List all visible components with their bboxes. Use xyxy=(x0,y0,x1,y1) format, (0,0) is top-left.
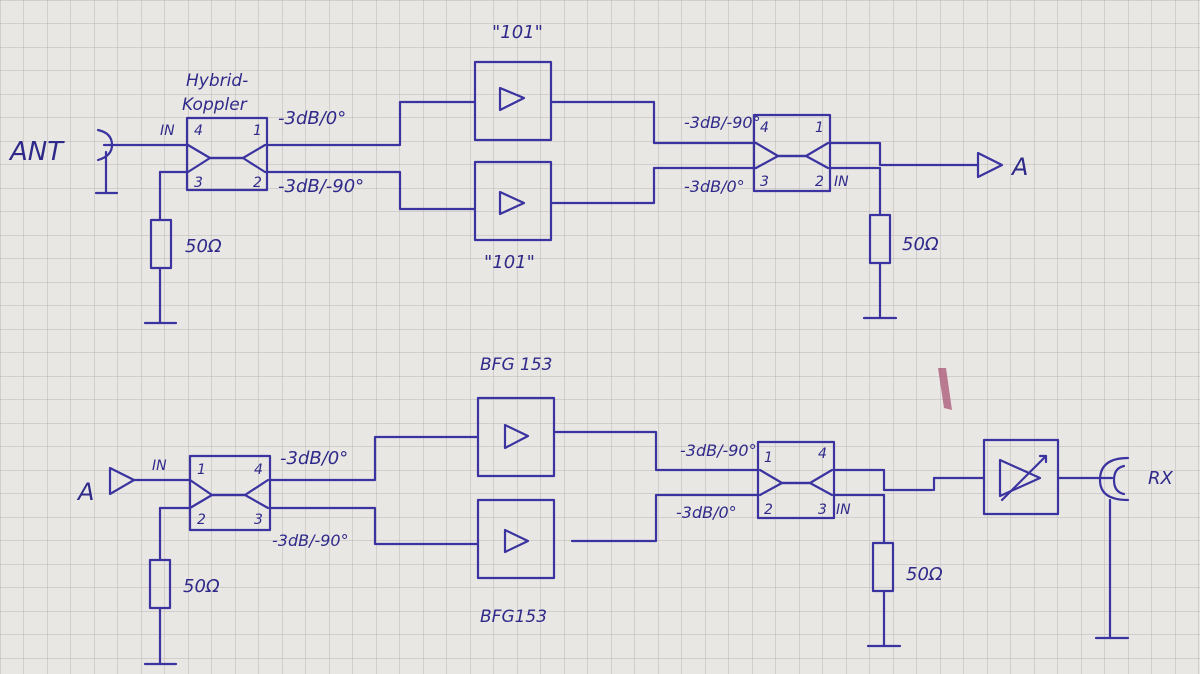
coupler4-port4: 4 xyxy=(818,446,827,462)
pen-mark xyxy=(938,368,952,410)
in-label-right: IN xyxy=(834,174,849,190)
rx-label: RX xyxy=(1148,468,1174,489)
term4-label: 50Ω xyxy=(906,564,943,585)
coupler4-port2: 2 xyxy=(764,502,773,518)
hybrid-coupler-1: 4 1 3 2 xyxy=(185,116,269,192)
hybrid-coupler-4: 1 4 2 3 xyxy=(756,440,836,520)
amp-top-label: "101" xyxy=(492,22,543,43)
coupler3-port3: 3 xyxy=(254,512,263,528)
coupler3-port2: 2 xyxy=(197,512,206,528)
hybrid-label-line2: Koppler xyxy=(182,95,248,115)
hybrid-label-line1: Hybrid- xyxy=(186,71,248,91)
output-label: A xyxy=(1010,153,1028,181)
coupler2-port2: 2 xyxy=(815,174,824,190)
in-label-left-bottom: IN xyxy=(152,458,167,474)
amp-bottom-top-label: BFG 153 xyxy=(480,355,552,375)
coupler1-out1: -3dB/0° xyxy=(278,108,346,129)
coupler1-out2: -3dB/-90° xyxy=(278,176,364,197)
hybrid-coupler-2: 4 1 3 2 xyxy=(752,113,832,193)
bottom-circuit: A IN 1 4 2 3 50Ω -3dB/0° -3dB/-90° xyxy=(76,355,1174,666)
input-label: A xyxy=(76,478,94,506)
coupler1-port4: 4 xyxy=(194,123,203,139)
antenna-connector-icon xyxy=(94,128,162,195)
amplifier-bottom-1 xyxy=(476,396,556,478)
amp-bottom-bottom-label: BFG153 xyxy=(480,607,547,627)
coupler1-port1: 1 xyxy=(253,123,262,139)
termination-resistor-3 xyxy=(143,506,192,666)
term3-label: 50Ω xyxy=(183,576,220,597)
coupler4-in2: -3dB/0° xyxy=(676,503,737,522)
coupler3-out1: -3dB/0° xyxy=(280,448,348,469)
coupler4-in1: -3dB/-90° xyxy=(680,441,757,460)
coupler1-port2: 2 xyxy=(253,175,262,191)
coupler4-port3: 3 xyxy=(818,502,827,518)
top-circuit: ANT IN 4 1 3 2 Hybrid- Koppler 50Ω -3dB/… xyxy=(8,22,1028,325)
hybrid-coupler-3: 1 4 2 3 xyxy=(188,454,272,532)
coupler2-port3: 3 xyxy=(760,174,769,190)
coupler3-port4: 4 xyxy=(254,462,263,478)
coupler4-port1: 1 xyxy=(764,450,773,466)
amplifier-bottom-2 xyxy=(476,498,556,580)
termination-resistor-4 xyxy=(832,493,902,648)
termination-resistor-1 xyxy=(143,170,190,325)
coupler3-out2: -3dB/-90° xyxy=(272,531,349,550)
term2-label: 50Ω xyxy=(902,234,939,255)
rx-connector-icon xyxy=(1056,456,1130,640)
amplifier-top-2 xyxy=(473,160,553,242)
coupler2-port4: 4 xyxy=(760,120,769,136)
antenna-label: ANT xyxy=(8,137,65,167)
amp-bottom-label: "101" xyxy=(484,252,535,273)
coupler2-in2: -3dB/0° xyxy=(684,177,745,196)
in-label-right-bottom: IN xyxy=(836,502,851,518)
coupler2-in1: -3dB/-90° xyxy=(684,113,761,132)
in-label-left: IN xyxy=(160,123,175,139)
coupler1-port3: 3 xyxy=(194,175,203,191)
coupler3-port1: 1 xyxy=(197,462,206,478)
term1-label: 50Ω xyxy=(185,236,222,257)
coupler2-port1: 1 xyxy=(815,120,824,136)
termination-resistor-2 xyxy=(828,166,898,320)
